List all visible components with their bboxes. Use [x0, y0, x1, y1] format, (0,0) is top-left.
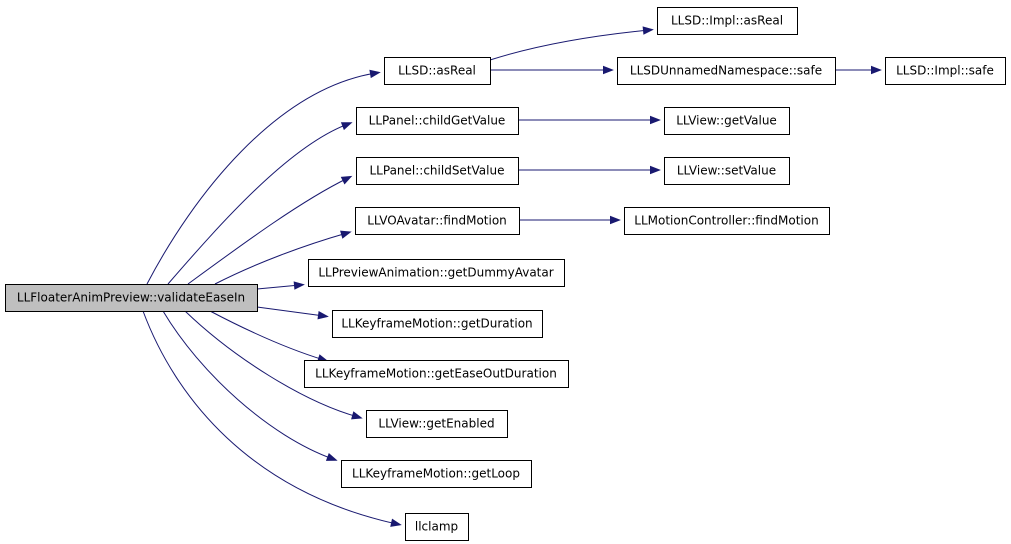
edge-child_get-to-view_get	[518, 115, 661, 125]
node-box	[885, 57, 1006, 85]
node-impl-asreal[interactable]: LLSD::Impl::asReal	[657, 7, 798, 35]
edges-layer	[142, 26, 882, 527]
node-child-set[interactable]: LLPanel::childSetValue	[356, 157, 519, 185]
edge-line	[256, 284, 301, 290]
node-label: LLView::setValue	[677, 164, 776, 178]
arrowhead	[293, 281, 305, 290]
edge-line	[489, 29, 650, 61]
node-dummy[interactable]: LLPreviewAnimation::getDummyAvatar	[308, 259, 565, 287]
node-kf-duration[interactable]: LLKeyframeMotion::getDuration	[332, 310, 543, 338]
node-box	[332, 310, 543, 338]
node-box	[308, 259, 565, 287]
edge-root-to-llsd_asreal	[146, 69, 381, 285]
nodes-layer: LLFloaterAnimPreview::validateEaseIn LLSD…	[5, 7, 1006, 541]
edge-root-to-child_set	[187, 175, 353, 285]
node-view-set[interactable]: LLView::setValue	[664, 157, 790, 185]
node-kf-loop[interactable]: LLKeyframeMotion::getLoop	[341, 460, 532, 488]
node-llsd-asreal[interactable]: LLSD::asReal	[384, 57, 491, 85]
node-root[interactable]: LLFloaterAnimPreview::validateEaseIn	[5, 284, 258, 312]
edge-line	[146, 72, 377, 285]
node-label: LLPanel::childGetValue	[369, 114, 506, 128]
edge-avatar_find-to-mc_find	[519, 215, 621, 225]
edge-root-to-llclamp	[142, 310, 402, 527]
node-box	[356, 107, 519, 135]
arrowhead	[317, 311, 329, 320]
edge-line	[209, 310, 325, 361]
node-unnamed-safe[interactable]: LLSDUnnamedNamespace::safe	[617, 57, 836, 85]
node-box	[304, 360, 569, 388]
node-box	[657, 7, 798, 35]
arrowhead	[325, 452, 338, 461]
arrowhead	[603, 65, 614, 75]
node-label: LLKeyframeMotion::getEaseOutDuration	[315, 367, 557, 381]
node-label: LLFloaterAnimPreview::validateEaseIn	[17, 291, 245, 305]
node-label: LLView::getEnabled	[378, 417, 494, 431]
node-box	[664, 157, 790, 185]
node-label: LLVOAvatar::findMotion	[367, 214, 507, 228]
edge-child_set-to-view_set	[518, 165, 661, 175]
node-box	[617, 57, 836, 85]
arrowhead	[871, 65, 882, 75]
edge-llsd_asreal-to-unnamed_safe	[490, 65, 614, 75]
arrowhead	[340, 175, 353, 185]
arrowhead	[340, 122, 353, 131]
edge-root-to-child_get	[167, 122, 353, 285]
edge-root-to-kf_duration	[256, 306, 329, 320]
node-label: LLSD::Impl::safe	[896, 64, 994, 78]
node-box	[624, 207, 830, 235]
arrowhead	[351, 411, 363, 420]
node-label: LLMotionController::findMotion	[634, 214, 818, 228]
node-box	[5, 284, 258, 312]
edge-root-to-kf_easeout	[209, 310, 329, 363]
node-llclamp[interactable]: llclamp	[405, 513, 469, 541]
arrowhead	[650, 165, 661, 175]
node-label: LLPanel::childSetValue	[370, 164, 505, 178]
arrowhead	[650, 115, 661, 125]
edge-root-to-view_enabled	[184, 310, 363, 420]
node-box	[356, 157, 519, 185]
node-label: LLSD::Impl::asReal	[671, 14, 783, 28]
edge-line	[214, 232, 348, 285]
edge-line	[167, 123, 349, 285]
node-avatar-find[interactable]: LLVOAvatar::findMotion	[355, 207, 520, 235]
node-box	[341, 460, 532, 488]
arrowhead	[610, 215, 621, 225]
node-view-enabled[interactable]: LLView::getEnabled	[366, 410, 508, 438]
node-label: LLSD::asReal	[398, 64, 476, 78]
edge-line	[142, 310, 398, 525]
node-label: LLSDUnnamedNamespace::safe	[630, 64, 822, 78]
edge-unnamed_safe-to-impl_safe	[835, 65, 882, 75]
node-child-get[interactable]: LLPanel::childGetValue	[356, 107, 519, 135]
node-box	[366, 410, 508, 438]
node-label: LLView::getValue	[676, 114, 777, 128]
arrowhead	[390, 518, 402, 527]
node-box	[384, 57, 491, 85]
edge-line	[256, 306, 325, 317]
node-mc-find[interactable]: LLMotionController::findMotion	[624, 207, 830, 235]
node-view-get[interactable]: LLView::getValue	[664, 107, 790, 135]
edge-line	[162, 310, 334, 460]
edge-llsd_asreal-to-impl_asreal	[489, 26, 654, 61]
edge-root-to-kf_loop	[162, 310, 338, 461]
node-label: LLKeyframeMotion::getLoop	[352, 467, 520, 481]
arrowhead	[369, 69, 381, 79]
node-label: LLKeyframeMotion::getDuration	[341, 317, 532, 331]
arrowhead	[642, 26, 654, 35]
node-impl-safe[interactable]: LLSD::Impl::safe	[885, 57, 1006, 85]
node-box	[405, 513, 469, 541]
node-label: llclamp	[415, 520, 458, 534]
edge-root-to-dummy	[256, 281, 305, 290]
node-label: LLPreviewAnimation::getDummyAvatar	[318, 266, 553, 280]
arrowhead	[340, 230, 352, 239]
node-box	[355, 207, 520, 235]
node-box	[664, 107, 790, 135]
edge-root-to-avatar_find	[214, 230, 352, 285]
edge-line	[187, 177, 349, 285]
node-kf-easeout[interactable]: LLKeyframeMotion::getEaseOutDuration	[304, 360, 569, 388]
edge-line	[184, 310, 359, 418]
